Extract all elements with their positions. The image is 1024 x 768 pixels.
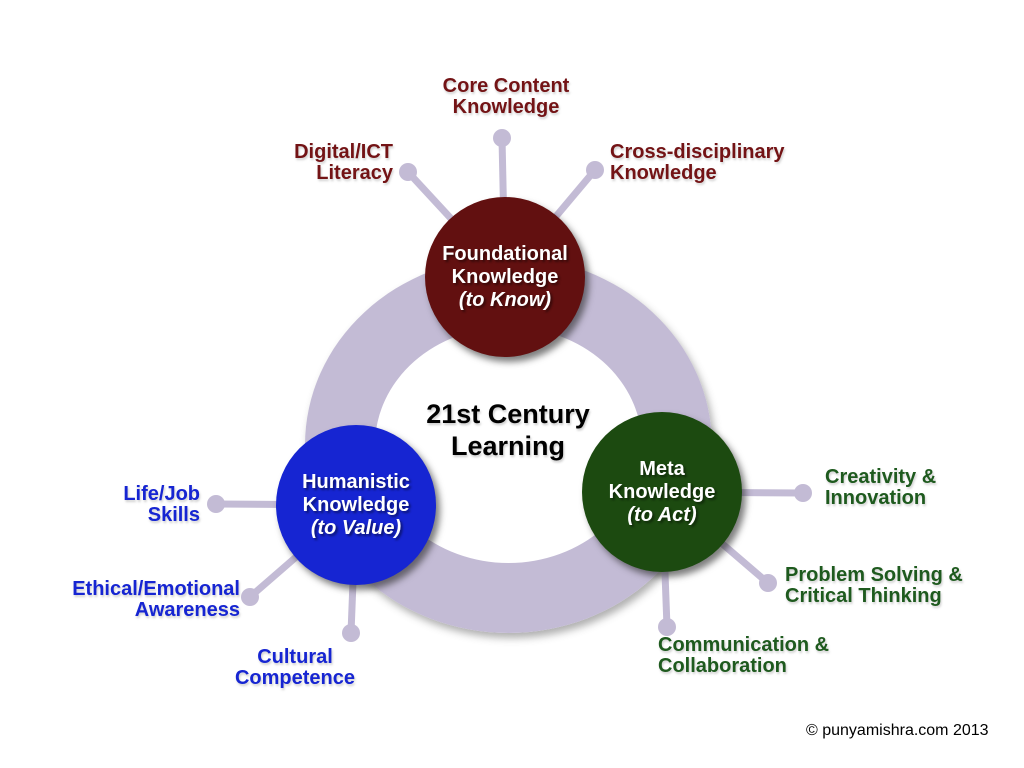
spoke-dot bbox=[493, 129, 511, 147]
node-subtitle: (to Know) bbox=[458, 288, 552, 311]
label-line: Cross-disciplinary bbox=[610, 141, 785, 163]
label-line: Life/Job bbox=[123, 483, 200, 505]
label-line: Awareness bbox=[134, 599, 240, 621]
node-foundational-knowledge: Foundational Knowledge (to Know) bbox=[425, 197, 585, 357]
node-title-line: Knowledge bbox=[608, 480, 716, 503]
node-subtitle: (to Act) bbox=[627, 503, 697, 526]
label-line: Ethical/Emotional bbox=[72, 578, 240, 600]
label-line: Cultural bbox=[257, 646, 333, 668]
label-line: Innovation bbox=[825, 487, 927, 509]
spoke-dot bbox=[759, 574, 777, 592]
label-line: Skills bbox=[147, 504, 200, 526]
spoke-dot bbox=[207, 495, 225, 513]
spoke-dot bbox=[342, 624, 360, 642]
copyright-note: © punyamishra.com 2013 bbox=[806, 722, 989, 739]
label-problem-solving-critical-thinking: Problem Solving & Critical Thinking bbox=[785, 565, 1015, 607]
node-title-line: Meta bbox=[639, 457, 685, 480]
label-line: Problem Solving & bbox=[785, 564, 963, 586]
node-meta-knowledge: Meta Knowledge (to Act) bbox=[582, 412, 742, 572]
label-cultural-competence: Cultural Competence bbox=[195, 647, 395, 689]
spoke-dot bbox=[586, 161, 604, 179]
node-title-line: Knowledge bbox=[451, 265, 559, 288]
label-line: Collaboration bbox=[658, 655, 787, 677]
center-title-line: 21st Century bbox=[426, 399, 590, 429]
label-line: Knowledge bbox=[452, 96, 560, 118]
spoke-dot bbox=[794, 484, 812, 502]
label-line: Knowledge bbox=[610, 162, 717, 184]
label-line: Core Content bbox=[442, 75, 570, 97]
label-line: Literacy bbox=[316, 162, 393, 184]
spoke-dot bbox=[658, 618, 676, 636]
node-humanistic-knowledge: Humanistic Knowledge (to Value) bbox=[276, 425, 436, 585]
label-line: Digital/ICT bbox=[294, 141, 393, 163]
node-subtitle: (to Value) bbox=[310, 516, 402, 539]
center-title: 21st Century Learning bbox=[383, 398, 633, 462]
label-line: Creativity & bbox=[825, 466, 937, 488]
label-core-content-knowledge: Core Content Knowledge bbox=[376, 76, 636, 118]
label-digital-ict-literacy: Digital/ICT Literacy bbox=[193, 142, 393, 184]
label-communication-collaboration: Communication & Collaboration bbox=[658, 635, 888, 677]
node-title-line: Knowledge bbox=[302, 493, 410, 516]
center-title-line: Learning bbox=[450, 431, 565, 461]
label-line: Critical Thinking bbox=[785, 585, 942, 607]
label-ethical-emotional-awareness: Ethical/Emotional Awareness bbox=[30, 579, 240, 621]
node-title-line: Humanistic bbox=[302, 470, 410, 493]
spoke-dot bbox=[399, 163, 417, 181]
spoke-dot bbox=[241, 588, 259, 606]
label-line: Competence bbox=[234, 667, 356, 689]
label-line: Communication & bbox=[658, 634, 830, 656]
label-creativity-innovation: Creativity & Innovation bbox=[825, 467, 1015, 509]
node-title-line: Foundational bbox=[442, 242, 568, 265]
label-life-job-skills: Life/Job Skills bbox=[60, 484, 200, 526]
label-cross-disciplinary-knowledge: Cross-disciplinary Knowledge bbox=[610, 142, 850, 184]
